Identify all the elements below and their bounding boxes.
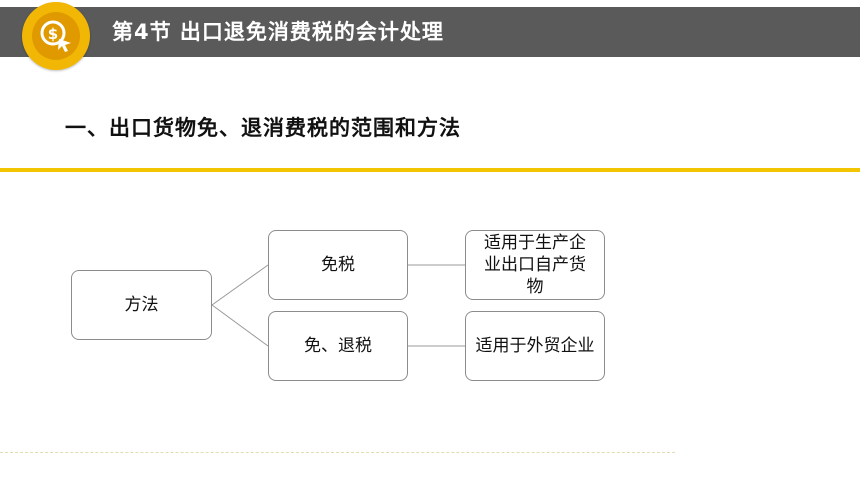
svg-text:$: $ [48, 25, 58, 43]
connector-root-branch1 [211, 264, 269, 306]
header-bar [0, 7, 860, 57]
node-desc-exemption: 适用于生产企业出口自产货物 [465, 230, 605, 300]
node-branch-exemption: 免税 [268, 230, 408, 300]
node-root: 方法 [71, 270, 212, 340]
logo-badge: $ [22, 2, 90, 70]
page-title: 第4节 出口退免消费税的会计处理 [112, 20, 444, 44]
coin-pointer-icon: $ [32, 12, 80, 60]
node-branch-exemption-refund: 免、退税 [268, 311, 408, 381]
node-desc-exemption-refund: 适用于外贸企业 [465, 311, 605, 381]
connector-root-branch2 [211, 304, 269, 347]
footer-divider [0, 452, 675, 453]
section-heading: 一、出口货物免、退消费税的范围和方法 [65, 116, 461, 140]
accent-divider [0, 168, 860, 172]
